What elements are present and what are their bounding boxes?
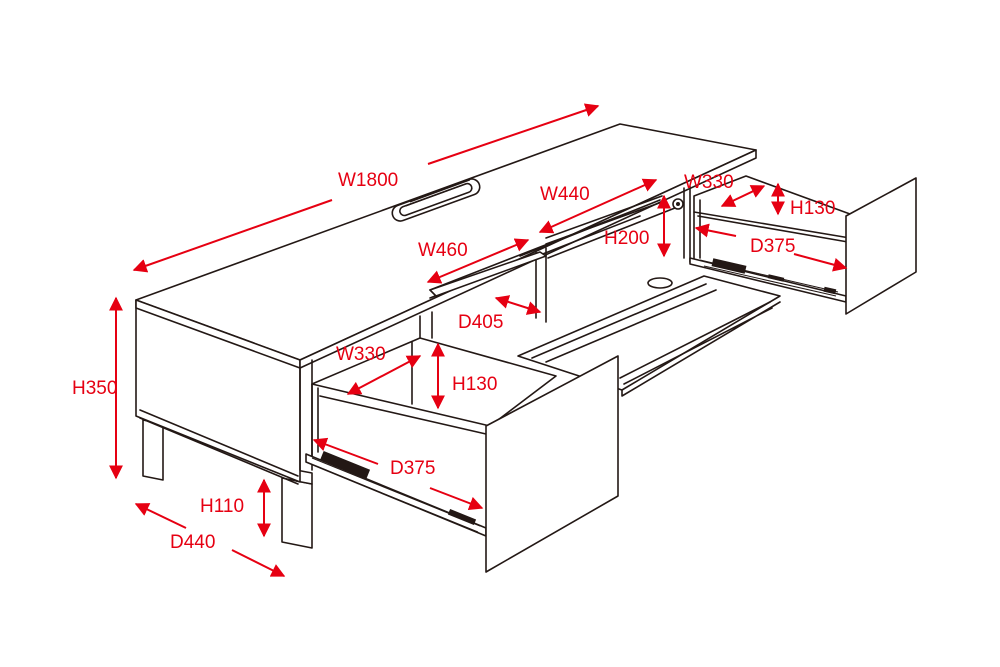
center-flap-base	[517, 275, 781, 391]
arrow-shelf-width-left	[426, 238, 530, 284]
left-plinth	[139, 409, 299, 485]
label-right-drawer-height: H130	[790, 198, 835, 219]
label-shelf-depth: D405	[458, 312, 503, 333]
label-overall-height: H350	[72, 378, 117, 399]
center-flap-rails	[531, 283, 781, 397]
arrow-left-drawer-width	[346, 355, 422, 395]
arrow-overall-width-left	[132, 199, 333, 273]
arrow-right-drawer-depth-a	[694, 223, 737, 238]
label-right-drawer-depth: D375	[750, 236, 795, 257]
furniture-drawing	[135, 123, 917, 573]
label-left-drawer-depth: D375	[390, 458, 435, 479]
arrow-shelf-width-right	[538, 178, 658, 234]
arrow-depth-a	[134, 503, 187, 529]
label-left-drawer-width: W330	[336, 344, 386, 365]
arrow-right-drawer-depth-b	[793, 253, 848, 272]
dimension-labels: W1800 H350 H110 D440 W460 W440 D405 H200…	[72, 170, 835, 553]
arrow-shelf-depth	[494, 295, 542, 315]
label-overall-width: W1800	[338, 170, 398, 191]
cable-hole	[391, 178, 481, 222]
arrow-left-drawer-depth-a	[312, 437, 379, 465]
label-right-drawer-width: W330	[684, 172, 734, 193]
arrow-depth-b	[231, 549, 286, 577]
cable-grommet	[647, 277, 673, 289]
label-leg-height: H110	[200, 496, 244, 517]
label-shelf-width-right: W440	[540, 184, 590, 205]
arrow-overall-width-right	[427, 103, 600, 165]
arrow-right-drawer-width	[720, 185, 766, 207]
label-left-drawer-height: H130	[452, 374, 497, 395]
label-opening-height: H200	[604, 228, 649, 249]
label-overall-depth: D440	[170, 532, 215, 553]
dimension-arrows	[109, 103, 848, 577]
label-shelf-width-left: W460	[418, 240, 468, 261]
arrow-left-drawer-depth-b	[429, 487, 484, 511]
legs	[142, 419, 313, 549]
